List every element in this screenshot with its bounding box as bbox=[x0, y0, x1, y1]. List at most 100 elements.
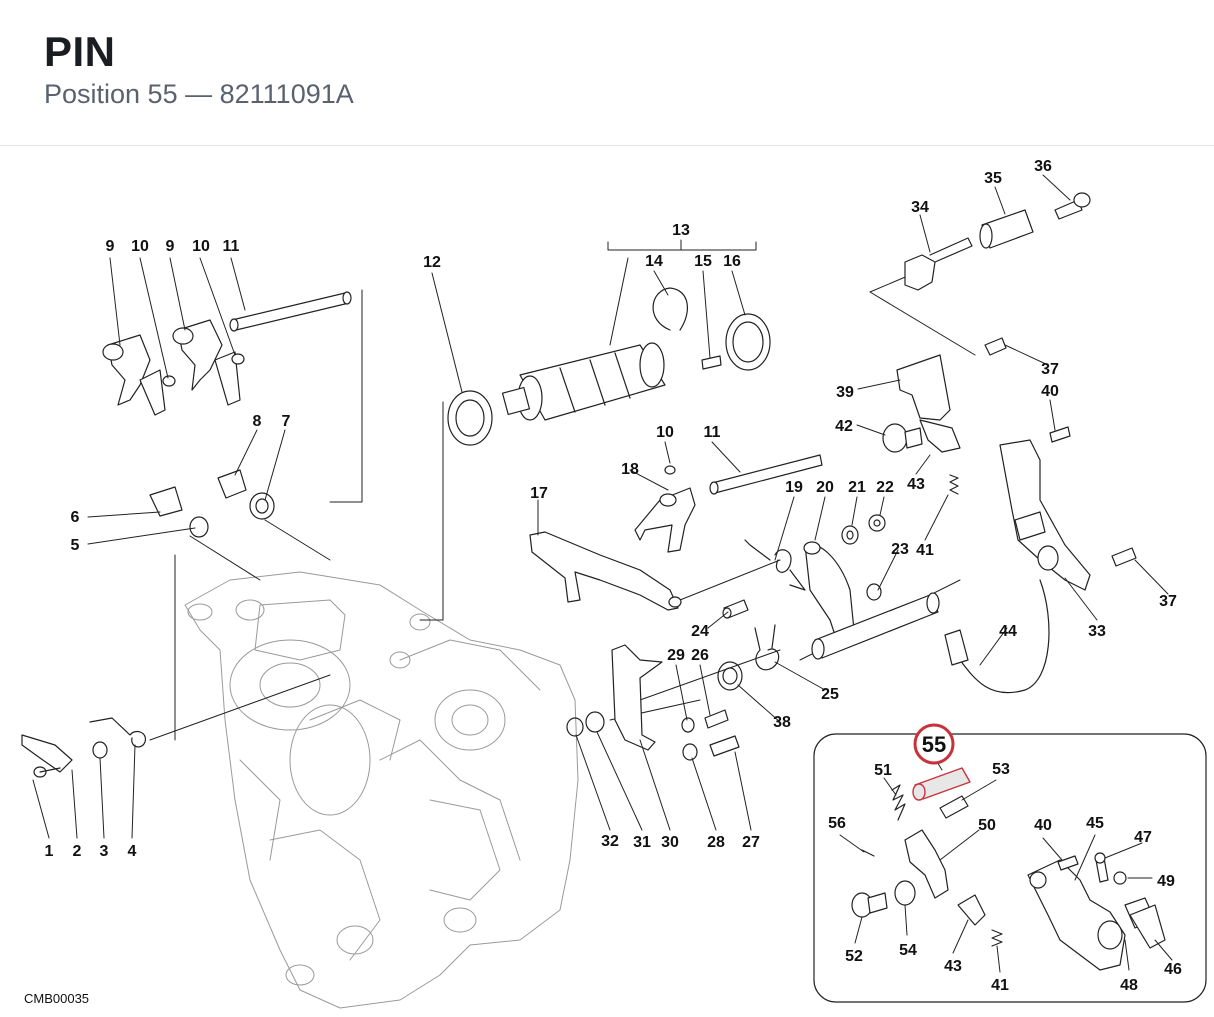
callout-10[interactable]: 10 bbox=[131, 238, 149, 255]
callout-29[interactable]: 29 bbox=[667, 647, 685, 664]
bracket-39 bbox=[896, 354, 961, 453]
callout-20[interactable]: 20 bbox=[816, 479, 834, 496]
callout-47[interactable]: 47 bbox=[1134, 829, 1152, 846]
callout-2[interactable]: 2 bbox=[73, 843, 82, 860]
callout-52[interactable]: 52 bbox=[845, 948, 863, 965]
callout-54[interactable]: 54 bbox=[899, 942, 917, 959]
callout-42[interactable]: 42 bbox=[835, 418, 853, 435]
pin-55-part bbox=[912, 767, 971, 801]
detail-inset-frame bbox=[813, 733, 1207, 1003]
callout-15[interactable]: 15 bbox=[694, 253, 712, 270]
clip-32 bbox=[566, 717, 584, 737]
screw-37-right bbox=[1111, 547, 1137, 567]
callout-35[interactable]: 35 bbox=[984, 170, 1002, 187]
callout-4[interactable]: 4 bbox=[128, 843, 137, 860]
callout-53[interactable]: 53 bbox=[992, 761, 1010, 778]
callout-32[interactable]: 32 bbox=[601, 833, 619, 850]
part-number: 82111091A bbox=[219, 79, 354, 109]
callout-50[interactable]: 50 bbox=[978, 817, 996, 834]
washer-5 bbox=[189, 516, 209, 538]
selector-drum bbox=[501, 342, 666, 421]
callout-labels: 1 2 3 4 5 6 7 8 9 10 9 10 11 12 13 14 15… bbox=[45, 158, 1182, 994]
washer-29 bbox=[681, 717, 695, 733]
callout-14[interactable]: 14 bbox=[645, 253, 663, 270]
seal-ring-12 bbox=[447, 390, 493, 446]
callout-18[interactable]: 18 bbox=[621, 461, 639, 478]
callout-51[interactable]: 51 bbox=[874, 762, 892, 779]
callout-7[interactable]: 7 bbox=[282, 413, 291, 430]
pin-56 bbox=[861, 849, 875, 857]
bracket-1-2 bbox=[21, 734, 73, 778]
screw-26 bbox=[704, 709, 729, 729]
callout-12[interactable]: 12 bbox=[423, 254, 441, 271]
ring-16 bbox=[725, 313, 771, 371]
ring-7 bbox=[249, 492, 275, 520]
separator: — bbox=[185, 79, 213, 109]
callout-28[interactable]: 28 bbox=[707, 834, 725, 851]
callout-17[interactable]: 17 bbox=[530, 485, 548, 502]
lever-34 bbox=[904, 237, 973, 291]
callout-27[interactable]: 27 bbox=[742, 834, 760, 851]
callout-34[interactable]: 34 bbox=[911, 199, 929, 216]
callout-19[interactable]: 19 bbox=[785, 479, 803, 496]
spring-41-inset bbox=[991, 929, 1003, 947]
callout-40[interactable]: 40 bbox=[1034, 817, 1052, 834]
bracket-30 bbox=[611, 644, 663, 751]
washer-31 bbox=[585, 711, 605, 733]
callout-6[interactable]: 6 bbox=[71, 509, 80, 526]
callout-24[interactable]: 24 bbox=[691, 623, 709, 640]
bracket-50 bbox=[904, 829, 949, 899]
screw-27 bbox=[709, 735, 740, 757]
callout-3[interactable]: 3 bbox=[100, 843, 109, 860]
callout-16[interactable]: 16 bbox=[723, 253, 741, 270]
callout-31[interactable]: 31 bbox=[633, 834, 651, 851]
callout-23[interactable]: 23 bbox=[891, 541, 909, 558]
clip-22 bbox=[868, 514, 886, 532]
washer-28 bbox=[682, 743, 698, 761]
page-header: PIN Position 55 — 82111091A bbox=[0, 0, 1214, 146]
callout-9[interactable]: 9 bbox=[166, 238, 175, 255]
callout-36[interactable]: 36 bbox=[1034, 158, 1052, 175]
callout-43[interactable]: 43 bbox=[944, 958, 962, 975]
callout-48[interactable]: 48 bbox=[1120, 977, 1138, 994]
callout-37[interactable]: 37 bbox=[1041, 361, 1059, 378]
washer-21 bbox=[841, 525, 859, 545]
pin-40-inset bbox=[1057, 855, 1079, 871]
callout-11[interactable]: 11 bbox=[704, 424, 721, 441]
callout-40[interactable]: 40 bbox=[1041, 383, 1059, 400]
callout-56[interactable]: 56 bbox=[828, 815, 846, 832]
callout-41[interactable]: 41 bbox=[991, 977, 1009, 994]
position-label: Position 55 bbox=[44, 79, 178, 109]
callout-10[interactable]: 10 bbox=[656, 424, 674, 441]
callout-21[interactable]: 21 bbox=[848, 479, 866, 496]
callout-38[interactable]: 38 bbox=[773, 714, 791, 731]
fork-shaft-right bbox=[709, 454, 823, 495]
callout-33[interactable]: 33 bbox=[1088, 623, 1106, 640]
callout-55-highlighted[interactable]: 55 bbox=[922, 732, 946, 757]
callout-44[interactable]: 44 bbox=[999, 623, 1017, 640]
callout-11[interactable]: 11 bbox=[223, 238, 240, 255]
callout-45[interactable]: 45 bbox=[1086, 815, 1104, 832]
detail-inset-parts bbox=[851, 767, 1166, 971]
callout-41[interactable]: 41 bbox=[916, 542, 934, 559]
callout-39[interactable]: 39 bbox=[836, 384, 854, 401]
cable-44 bbox=[944, 579, 1050, 694]
callout-10[interactable]: 10 bbox=[192, 238, 210, 255]
part-46 bbox=[1129, 904, 1166, 949]
highlight-ring bbox=[913, 723, 955, 765]
callout-43[interactable]: 43 bbox=[907, 476, 925, 493]
callout-9[interactable]: 9 bbox=[106, 238, 115, 255]
callout-46[interactable]: 46 bbox=[1164, 961, 1182, 978]
callout-26[interactable]: 26 bbox=[691, 647, 709, 664]
callout-8[interactable]: 8 bbox=[253, 413, 262, 430]
callout-22[interactable]: 22 bbox=[876, 479, 894, 496]
shift-shaft bbox=[811, 592, 940, 660]
callout-25[interactable]: 25 bbox=[821, 686, 839, 703]
callout-13[interactable]: 13 bbox=[672, 222, 690, 239]
callout-30[interactable]: 30 bbox=[661, 834, 679, 851]
exploded-parts-diagram: 1 2 3 4 5 6 7 8 9 10 9 10 11 12 13 14 15… bbox=[21, 158, 1207, 1009]
callout-1[interactable]: 1 bbox=[45, 843, 54, 860]
callout-5[interactable]: 5 bbox=[71, 537, 80, 554]
callout-37[interactable]: 37 bbox=[1159, 593, 1177, 610]
callout-49[interactable]: 49 bbox=[1157, 873, 1175, 890]
